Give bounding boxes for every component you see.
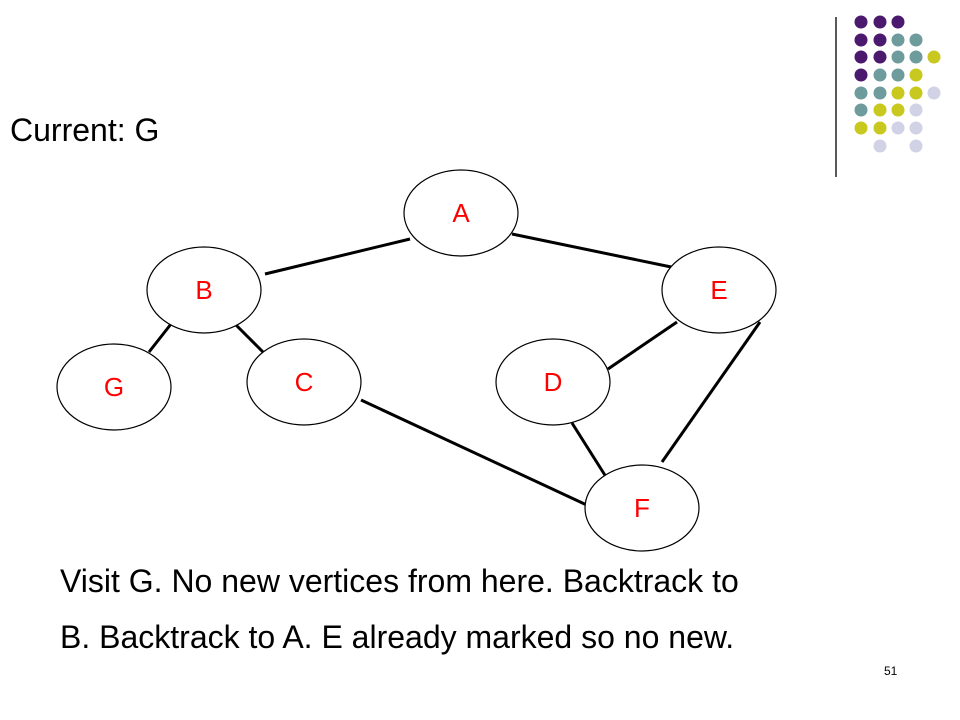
node-circle bbox=[246, 338, 362, 426]
node-a: A bbox=[403, 169, 519, 257]
graph-edges bbox=[147, 232, 762, 509]
edge-b-g bbox=[147, 323, 173, 353]
node-e: E bbox=[661, 246, 777, 334]
edge-d-f bbox=[570, 422, 610, 481]
node-label: E bbox=[710, 275, 727, 305]
edge-b-c bbox=[230, 319, 265, 354]
node-circle bbox=[403, 169, 519, 257]
node-label: F bbox=[634, 493, 650, 523]
explanation-line-1: Visit G. No new vertices from here. Back… bbox=[60, 563, 739, 599]
node-label: C bbox=[295, 367, 314, 397]
edge-a-e bbox=[511, 232, 677, 270]
edge-e-f bbox=[660, 321, 762, 463]
node-c: C bbox=[246, 338, 362, 426]
edge-a-b bbox=[264, 237, 411, 276]
current-vertex-title: Current: G bbox=[10, 112, 160, 148]
node-label: B bbox=[195, 275, 212, 305]
node-circle bbox=[584, 464, 700, 552]
node-d: D bbox=[495, 338, 611, 426]
node-circle bbox=[146, 246, 262, 334]
node-label: G bbox=[104, 372, 124, 402]
node-f: F bbox=[584, 464, 700, 552]
node-circle bbox=[56, 343, 172, 431]
edge-e-d bbox=[607, 320, 678, 371]
node-circle bbox=[495, 338, 611, 426]
explanation-line-2: B. Backtrack to A. E already marked so n… bbox=[60, 619, 735, 655]
vertical-divider bbox=[835, 17, 837, 177]
graph-nodes: A B C D E F G bbox=[56, 169, 777, 552]
slide-number: 51 bbox=[884, 664, 898, 678]
node-circle bbox=[661, 246, 777, 334]
edge-c-f bbox=[360, 398, 592, 509]
node-g: G bbox=[56, 343, 172, 431]
node-label: D bbox=[544, 367, 563, 397]
node-label: A bbox=[452, 198, 470, 228]
node-b: B bbox=[146, 246, 262, 334]
